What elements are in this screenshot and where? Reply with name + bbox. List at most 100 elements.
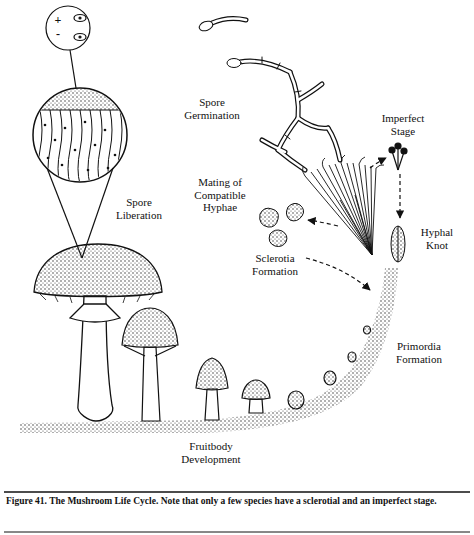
hyphal-knot-figure — [391, 226, 405, 262]
gill-magnification — [47, 157, 50, 160]
gill-magnification — [44, 121, 117, 172]
stage-label: Fruitbody Development — [175, 440, 247, 465]
imperfect-stage-figure — [401, 148, 407, 154]
germinating-hyphae — [262, 140, 285, 152]
germinating-hyphae — [290, 72, 298, 118]
fruitbody-stages — [288, 391, 304, 409]
fruitbody-stages — [122, 308, 371, 421]
gill-magnification — [30, 86, 130, 258]
gill-magnification — [84, 121, 87, 124]
gill-magnification — [58, 110, 62, 184]
gill-magnification — [38, 110, 42, 184]
mature-mushroom — [34, 244, 162, 421]
germinating-hyphae — [227, 59, 241, 68]
imperfect-stage-figure — [397, 147, 398, 170]
gill-magnification — [30, 86, 130, 110]
mating-type-circle — [74, 34, 86, 41]
germinating-hyphae — [278, 118, 298, 150]
germinating-hyphae — [240, 61, 290, 72]
stage-label: Hyphal Knot — [412, 226, 462, 251]
germinating-hyphae — [278, 150, 305, 170]
germinating-hyphae — [328, 128, 340, 160]
germinating-hyphae — [262, 57, 263, 63]
stage-arrows — [399, 174, 400, 218]
gill-magnification — [118, 110, 122, 184]
gill-magnification — [104, 129, 107, 132]
stage-label: Spore Germination — [180, 96, 244, 121]
gill-magnification — [74, 149, 77, 152]
mycelium-fan — [302, 155, 384, 255]
germinating-hyphae — [285, 135, 290, 139]
gill-magnification — [94, 144, 97, 147]
imperfect-stage-figure — [389, 143, 407, 170]
caption-rule — [4, 492, 470, 532]
fruitbody-stages — [124, 346, 176, 356]
fruitbody-stages — [142, 347, 160, 421]
germinating-hyphae — [298, 84, 322, 100]
stage-label: Mating of Compatible Hyphae — [190, 176, 250, 214]
stage-label: Imperfect Stage — [375, 112, 431, 137]
sclerotia-figure — [260, 203, 304, 246]
gill-magnification — [78, 110, 82, 184]
imperfect-stage-figure — [398, 152, 404, 170]
gill-magnification — [98, 110, 102, 184]
fruitbody-stages — [249, 399, 263, 413]
mating-sign: + — [53, 14, 63, 28]
sclerotia-figure — [260, 208, 279, 227]
stage-label: Sclerotia Formation — [248, 252, 302, 277]
fruitbody-stages — [205, 389, 219, 420]
germinating-hyphae — [298, 118, 328, 128]
stage-arrows — [306, 158, 400, 290]
germinating-hyphae — [298, 84, 322, 100]
mature-mushroom — [40, 294, 154, 303]
mating-type-circle — [70, 50, 76, 88]
gill-magnification — [54, 139, 57, 142]
germinating-hyphae — [298, 118, 328, 128]
germinating-hyphae — [212, 19, 340, 170]
mycelium-fan — [305, 163, 376, 255]
mating-type-circle — [79, 36, 81, 38]
gill-magnification — [107, 167, 110, 170]
stage-arrows — [370, 158, 386, 168]
gill-magnification — [114, 154, 117, 157]
gill-magnification — [30, 86, 130, 184]
germinating-hyphae — [277, 63, 280, 69]
fruitbody-stages — [324, 371, 336, 385]
gill-magnification — [68, 110, 72, 184]
germinating-hyphae — [198, 19, 340, 170]
imperfect-stage-figure — [389, 147, 395, 153]
fruitbody-stages — [196, 358, 228, 390]
gill-magnification — [64, 127, 67, 130]
fruitbody-stages — [122, 308, 178, 348]
gill-magnification — [47, 168, 82, 258]
germinating-hyphae — [240, 61, 290, 72]
gill-magnification — [87, 169, 90, 172]
gill-magnification — [61, 164, 64, 167]
stage-arrows — [306, 258, 370, 290]
germinating-hyphae — [295, 91, 301, 92]
germinating-hyphae — [278, 150, 305, 170]
imperfect-stage-figure — [392, 151, 398, 170]
stage-label: Spore Liberation — [112, 196, 166, 221]
fruitbody-stages — [348, 352, 356, 362]
germinating-hyphae — [198, 19, 214, 32]
germinating-hyphae — [212, 19, 246, 23]
mature-mushroom — [70, 304, 120, 322]
germinating-hyphae — [212, 19, 246, 23]
mating-type-circle — [79, 17, 81, 19]
mating-type-circle — [46, 6, 90, 50]
stage-arrows — [308, 220, 338, 226]
stage-label: Primordia Formation — [392, 340, 446, 365]
gill-magnification — [44, 124, 47, 127]
sclerotia-figure — [286, 203, 303, 221]
fruitbody-stages — [242, 380, 270, 400]
mating-sign: - — [53, 28, 63, 42]
mature-mushroom — [34, 244, 162, 297]
imperfect-stage-figure — [395, 143, 401, 149]
sclerotia-figure — [269, 230, 287, 247]
caption-rule — [4, 532, 470, 533]
mycelium-fan — [302, 155, 384, 176]
caption-rule — [4, 491, 470, 493]
hyphal-knot-figure — [391, 226, 405, 262]
